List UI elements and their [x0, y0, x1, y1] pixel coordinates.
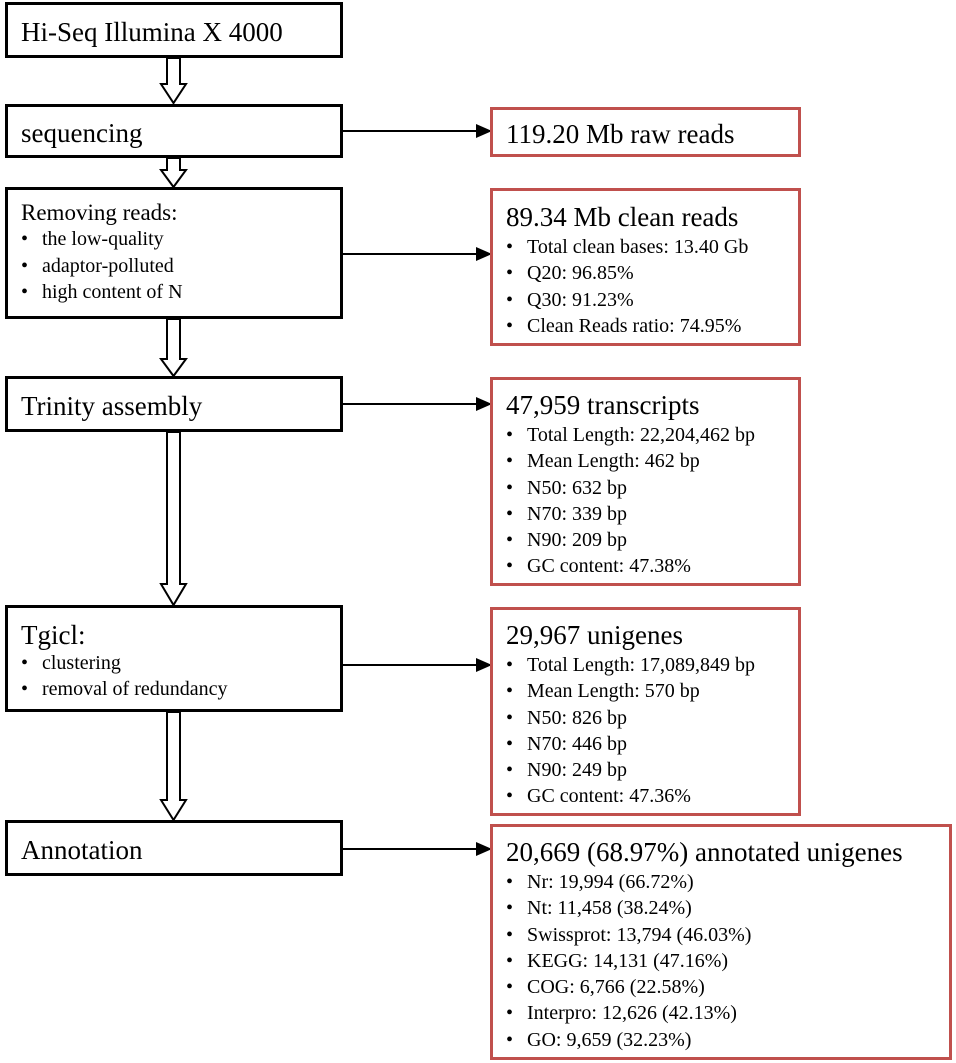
step-title: Annotation — [21, 835, 143, 865]
down-arrow-4 — [159, 431, 188, 607]
right-arrowhead-5 — [476, 842, 492, 856]
list-item: •clustering — [21, 652, 121, 674]
list-item: •Swissprot: 13,794 (46.03%) — [506, 923, 752, 946]
result-clean-reads: 89.34 Mb clean reads •Total clean bases:… — [490, 188, 801, 346]
down-arrow-1 — [159, 57, 188, 105]
result-unigenes: 29,967 unigenes •Total Length: 17,089,84… — [490, 607, 801, 816]
list-item: •N50: 632 bp — [506, 476, 627, 499]
list-item: •Q20: 96.85% — [506, 262, 634, 285]
list-item: •removal of redundancy — [21, 678, 228, 701]
result-items: •Total Length: 22,204,462 bp •Mean Lengt… — [506, 422, 798, 580]
right-arrowhead-1 — [476, 124, 492, 138]
list-item: •N90: 249 bp — [506, 759, 627, 782]
result-transcripts: 47,959 transcripts •Total Length: 22,204… — [490, 377, 801, 586]
down-arrow-5 — [159, 711, 188, 822]
result-title: 119.20 Mb raw reads — [506, 119, 735, 149]
step-title: Tgicl: — [21, 620, 86, 650]
list-item: •Mean Length: 570 bp — [506, 680, 700, 703]
step-removing-reads: Removing reads: •the low-quality •adapto… — [5, 187, 343, 319]
step-items: •the low-quality •adaptor-polluted •high… — [21, 226, 340, 305]
list-item: •Total Length: 22,204,462 bp — [506, 424, 756, 446]
list-item: •Total clean bases: 13.40 Gb — [506, 236, 749, 258]
result-title: 89.34 Mb clean reads — [506, 202, 739, 232]
result-title: 47,959 transcripts — [506, 390, 700, 420]
step-sequencing: sequencing — [5, 104, 343, 158]
step-title: sequencing — [21, 118, 143, 148]
result-items: •Total clean bases: 13.40 Gb •Q20: 96.85… — [506, 234, 798, 339]
list-item: •high content of N — [21, 280, 183, 303]
step-trinity-assembly: Trinity assembly — [5, 376, 343, 432]
right-arrowhead-2 — [476, 247, 492, 261]
list-item: •N70: 446 bp — [506, 732, 627, 755]
list-item: •the low-quality — [21, 228, 164, 251]
list-item: •GC content: 47.36% — [506, 785, 691, 808]
step-tgicl: Tgicl: •clustering •removal of redundanc… — [5, 605, 343, 712]
list-item: •Nt: 11,458 (38.24%) — [506, 897, 692, 920]
result-title: 29,967 unigenes — [506, 620, 683, 650]
result-raw-reads: 119.20 Mb raw reads — [490, 107, 801, 157]
list-item: •N50: 826 bp — [506, 706, 627, 729]
list-item: •Mean Length: 462 bp — [506, 450, 700, 473]
list-item: •Total Length: 17,089,849 bp — [506, 654, 756, 676]
result-annotated-unigenes: 20,669 (68.97%) annotated unigenes •Nr: … — [490, 824, 952, 1060]
list-item: •COG: 6,766 (22.58%) — [506, 976, 705, 999]
step-title: Hi-Seq Illumina X 4000 — [21, 17, 283, 47]
list-item: •Q30: 91.23% — [506, 288, 634, 311]
list-item: •GC content: 47.38% — [506, 555, 691, 578]
step-title: Trinity assembly — [21, 391, 203, 421]
list-item: •Clean Reads ratio: 74.95% — [506, 314, 742, 337]
list-item: •adaptor-polluted — [21, 254, 174, 277]
step-annotation: Annotation — [5, 820, 343, 876]
list-item: •N70: 339 bp — [506, 502, 627, 525]
list-item: •Nr: 19,994 (66.72%) — [506, 871, 694, 893]
step-sequencer: Hi-Seq Illumina X 4000 — [5, 2, 343, 58]
result-items: •Nr: 19,994 (66.72%) •Nt: 11,458 (38.24%… — [506, 869, 949, 1053]
step-items: •clustering •removal of redundancy — [21, 650, 340, 703]
list-item: •N90: 209 bp — [506, 529, 627, 552]
list-item: •KEGG: 14,131 (47.16%) — [506, 949, 729, 972]
right-arrowhead-3 — [476, 397, 492, 411]
step-title: Removing reads: — [21, 200, 178, 225]
down-arrow-2 — [159, 157, 188, 189]
list-item: •GO: 9,659 (32.23%) — [506, 1028, 692, 1051]
result-title: 20,669 (68.97%) annotated unigenes — [506, 837, 903, 867]
right-arrowhead-4 — [476, 658, 492, 672]
down-arrow-3 — [159, 318, 188, 378]
result-items: •Total Length: 17,089,849 bp •Mean Lengt… — [506, 652, 798, 810]
list-item: •Interpro: 12,626 (42.13%) — [506, 1002, 737, 1025]
